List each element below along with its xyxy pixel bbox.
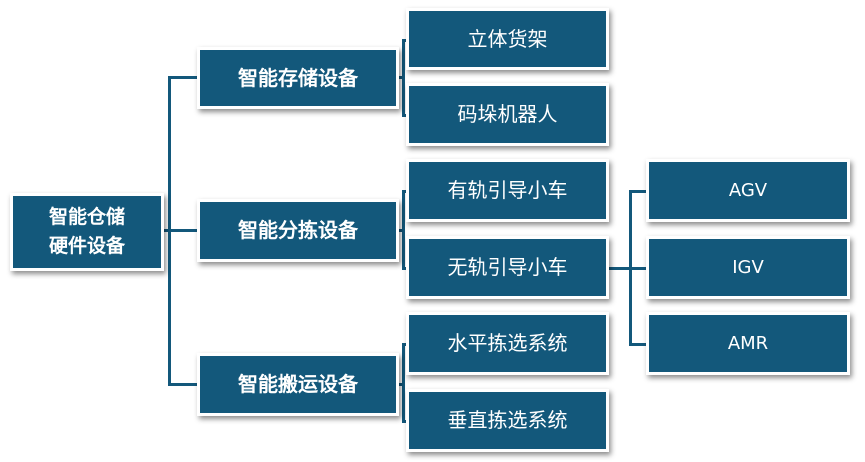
item-node-handling-1: 水平拣选系统	[406, 312, 609, 375]
connector-vehicle-amr	[629, 343, 649, 346]
category-node-storage: 智能存储设备	[197, 47, 399, 109]
root-label-line1: 智能仓储	[48, 205, 125, 228]
item-node-handling-2: 垂直拣选系统	[406, 389, 609, 452]
category-node-sorting: 智能分拣设备	[197, 199, 399, 262]
connector-sorting-stem	[396, 229, 404, 232]
category-node-handling: 智能搬运设备	[197, 353, 399, 416]
connector-storage-stem	[396, 76, 404, 79]
vehicle-node-igv: IGV	[646, 236, 850, 299]
connector-root-stem	[161, 229, 170, 232]
connector-vehicle-stem	[607, 267, 632, 270]
connector-to-storage	[168, 76, 200, 79]
connector-to-handling	[168, 383, 200, 386]
connector-storage-spine	[402, 39, 405, 116]
root-node: 智能仓储 硬件设备	[10, 193, 164, 271]
item-node-sorting-2: 无轨引导小车	[406, 236, 609, 299]
item-node-storage-2: 码垛机器人	[406, 83, 609, 146]
root-label-line2: 硬件设备	[48, 235, 125, 257]
connector-handling-spine	[402, 343, 405, 423]
vehicle-node-amr: AMR	[646, 312, 850, 375]
connector-sorting-spine	[402, 190, 405, 270]
connector-vehicle-igv	[629, 267, 649, 270]
item-node-storage-1: 立体货架	[406, 8, 609, 70]
item-node-sorting-1: 有轨引导小车	[406, 159, 609, 222]
vehicle-node-agv: AGV	[646, 159, 850, 222]
connector-to-sorting	[168, 229, 200, 232]
connector-handling-stem	[396, 383, 404, 386]
connector-vehicle-agv	[629, 190, 649, 193]
